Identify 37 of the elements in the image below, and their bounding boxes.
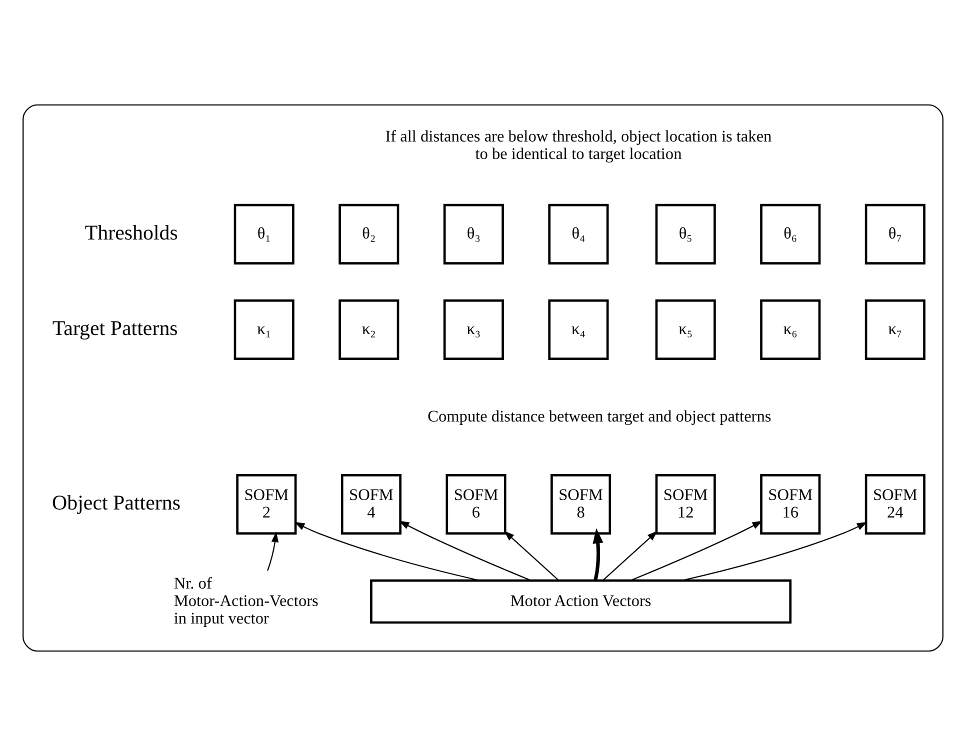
arrow: [681, 521, 867, 581]
node-box: θ₅: [654, 203, 716, 264]
node-box: κ₆: [760, 298, 820, 360]
arrow: [398, 520, 531, 581]
label: If all distances are below threshold, object location is taken to be identical to target location: [384, 126, 772, 162]
node-box: θ₂: [338, 203, 399, 264]
arrow: [503, 530, 559, 580]
node-box: κ₂: [338, 298, 399, 360]
node-box: Motor Action Vectors: [370, 578, 792, 624]
node-box: θ₃: [442, 203, 504, 264]
label: Object Patterns: [51, 490, 180, 514]
node-box: SOFM 12: [654, 474, 716, 534]
arrow: [266, 531, 278, 570]
node-box: κ₅: [654, 298, 716, 360]
node-box: SOFM 2: [236, 474, 296, 534]
node-box: SOFM 24: [864, 474, 925, 534]
node-box: θ₆: [760, 203, 820, 264]
node-box: κ₇: [864, 298, 925, 360]
node-box: θ₁: [233, 203, 294, 264]
arrow: [294, 521, 480, 581]
node-box: SOFM 4: [340, 474, 401, 534]
node-box: κ₃: [442, 298, 504, 360]
cluster: [22, 104, 943, 652]
node-box: SOFM 6: [445, 474, 506, 534]
node-box: θ₄: [548, 203, 608, 264]
node-box: SOFM 16: [760, 474, 820, 534]
node-text: Nr. of Motor-Action-Vectors in input vector: [173, 572, 318, 627]
label: Thresholds: [84, 220, 178, 244]
node-box: κ₄: [548, 298, 608, 360]
label: Compute distance between target and object patterns: [427, 406, 771, 425]
arrow: [592, 528, 603, 580]
label: Target Patterns: [52, 315, 178, 340]
node-box: SOFM 8: [550, 474, 611, 534]
arrow: [630, 520, 762, 581]
node-box: κ₁: [233, 298, 294, 360]
arrow: [602, 530, 658, 580]
node-box: θ₇: [864, 203, 925, 264]
